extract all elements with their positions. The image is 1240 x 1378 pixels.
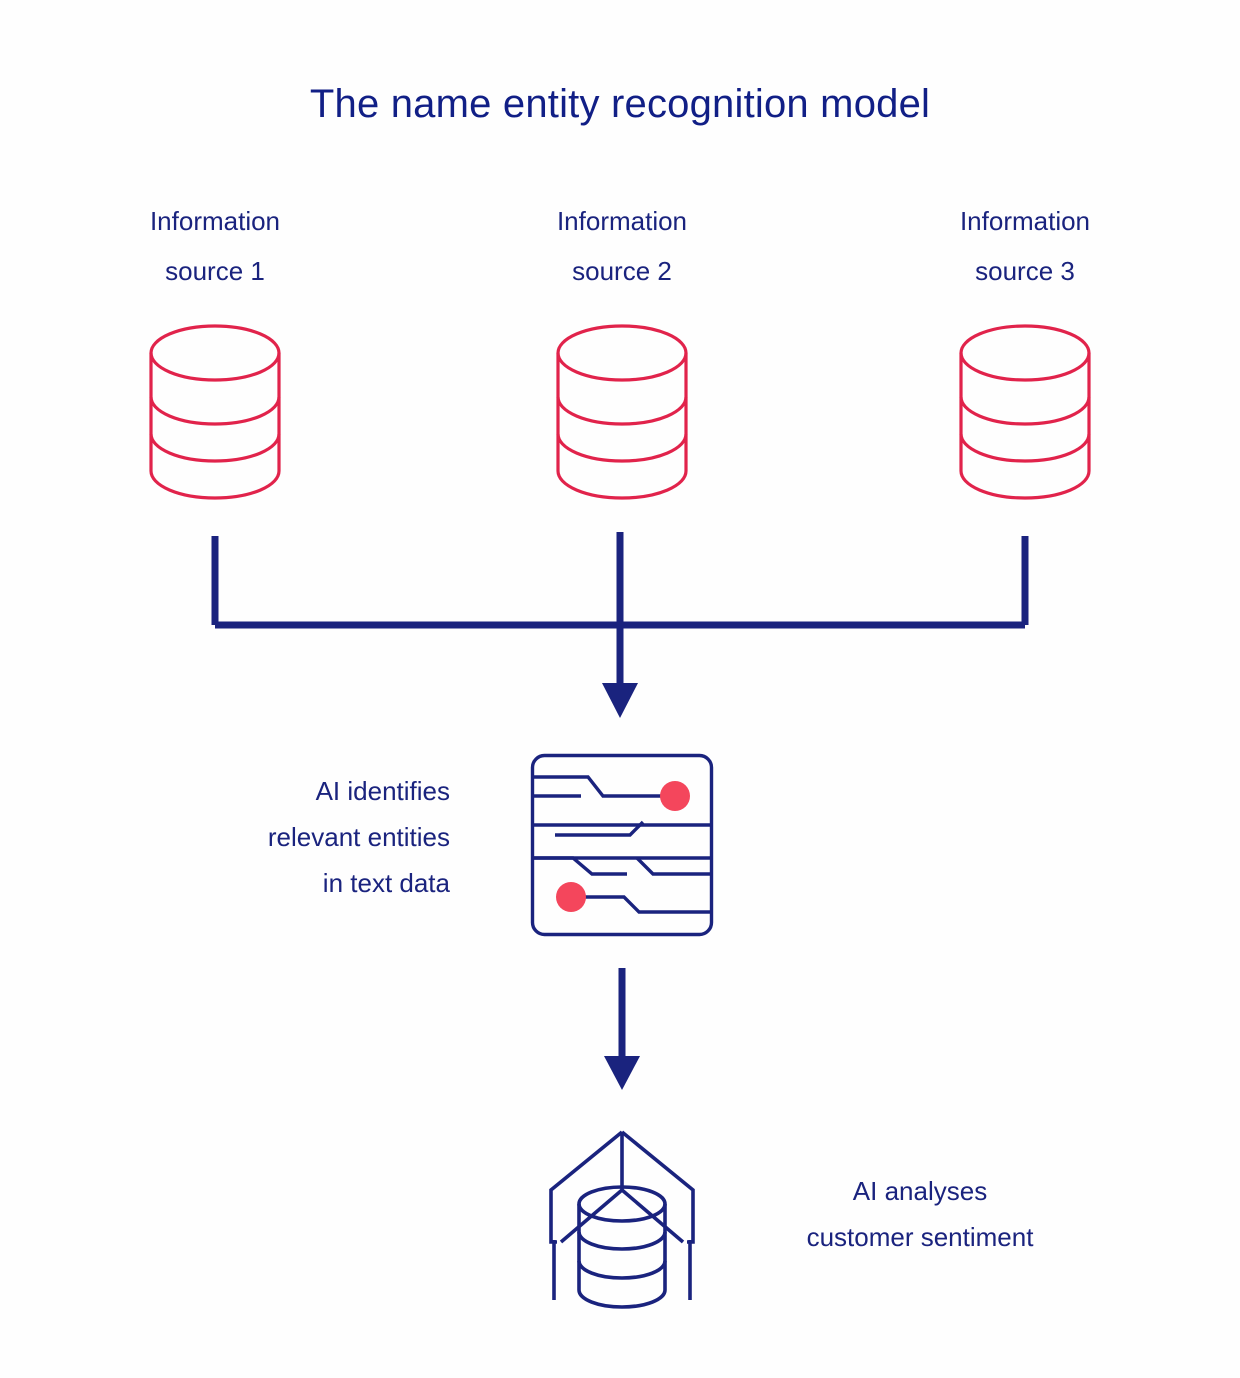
source-label-2: Information source 2 <box>472 196 772 296</box>
chip-node-dot <box>556 882 586 912</box>
source-label-2-line2: source 2 <box>572 256 672 286</box>
chip-caption: AI identifies relevant entities in text … <box>110 768 450 906</box>
sentiment-caption-line2: customer sentiment <box>806 1222 1034 1252</box>
page-title: The name entity recognition model <box>309 82 931 126</box>
source-label-1-line2: source 1 <box>165 256 265 286</box>
ai-chip-icon <box>529 752 715 938</box>
chip-caption-line2: relevant entities <box>267 822 450 852</box>
sentiment-funnel-database-icon <box>533 1124 711 1310</box>
sentiment-caption: AI analyses customer sentiment <box>740 1168 1100 1260</box>
chip-node-dot <box>660 781 690 811</box>
sentiment-caption-line1: AI analyses <box>852 1176 988 1206</box>
database-cylinder-icon <box>955 322 1095 502</box>
chip-caption-line1: AI identifies <box>315 776 450 806</box>
source-label-3-line1: Information <box>959 206 1091 236</box>
source-label-3-line2: source 3 <box>975 256 1075 286</box>
database-cylinder-icon <box>552 322 692 502</box>
database-cylinder-icon <box>145 322 285 502</box>
arrowhead <box>602 683 638 718</box>
merge-bracket-connector <box>195 528 1045 718</box>
down-arrow-connector <box>592 968 652 1090</box>
source-label-2-line1: Information <box>556 206 688 236</box>
arrowhead <box>604 1056 640 1090</box>
source-label-1-line1: Information <box>149 206 281 236</box>
chip-caption-line3: in text data <box>322 868 450 898</box>
source-label-3: Information source 3 <box>875 196 1175 296</box>
source-label-1: Information source 1 <box>65 196 365 296</box>
